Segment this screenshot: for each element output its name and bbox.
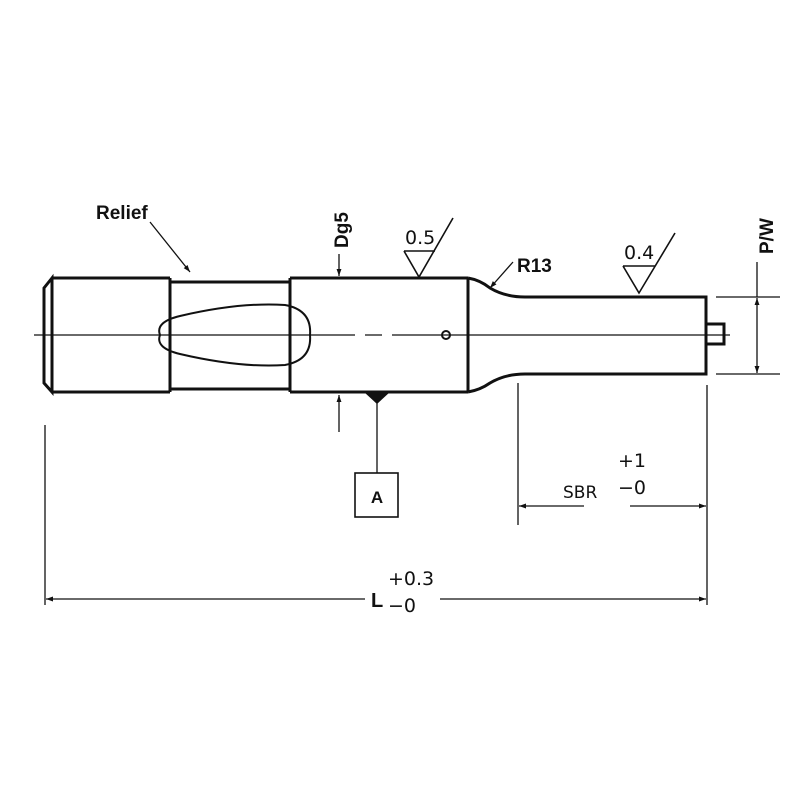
roughness-symbol-body: 0.5 — [403, 217, 454, 279]
svg-text:0.4: 0.4 — [624, 242, 654, 264]
length-tol-plus: +0.3 — [388, 568, 434, 590]
sbr-label: SBR — [563, 483, 597, 503]
datum-triangle — [364, 392, 390, 404]
length-label: L — [371, 590, 383, 612]
datum-label: A — [371, 488, 383, 507]
roughness-symbol-shank: 0.4 — [622, 232, 676, 295]
sbr-tol-plus: +1 — [618, 450, 646, 472]
radius-label: R13 — [517, 256, 552, 277]
datum-box — [354, 472, 399, 518]
relief-label: Relief — [96, 203, 148, 224]
radius-leader — [489, 261, 514, 289]
pw-label: P/W — [757, 218, 778, 254]
pilot-tip — [704, 322, 726, 346]
sbr-tol-minus: −0 — [618, 477, 646, 499]
punch-body — [34, 273, 730, 396]
relief-leader — [149, 221, 191, 273]
length-tol-minus: −0 — [388, 595, 416, 617]
diameter-label: Dg5 — [332, 212, 353, 248]
svg-text:0.5: 0.5 — [405, 227, 435, 249]
